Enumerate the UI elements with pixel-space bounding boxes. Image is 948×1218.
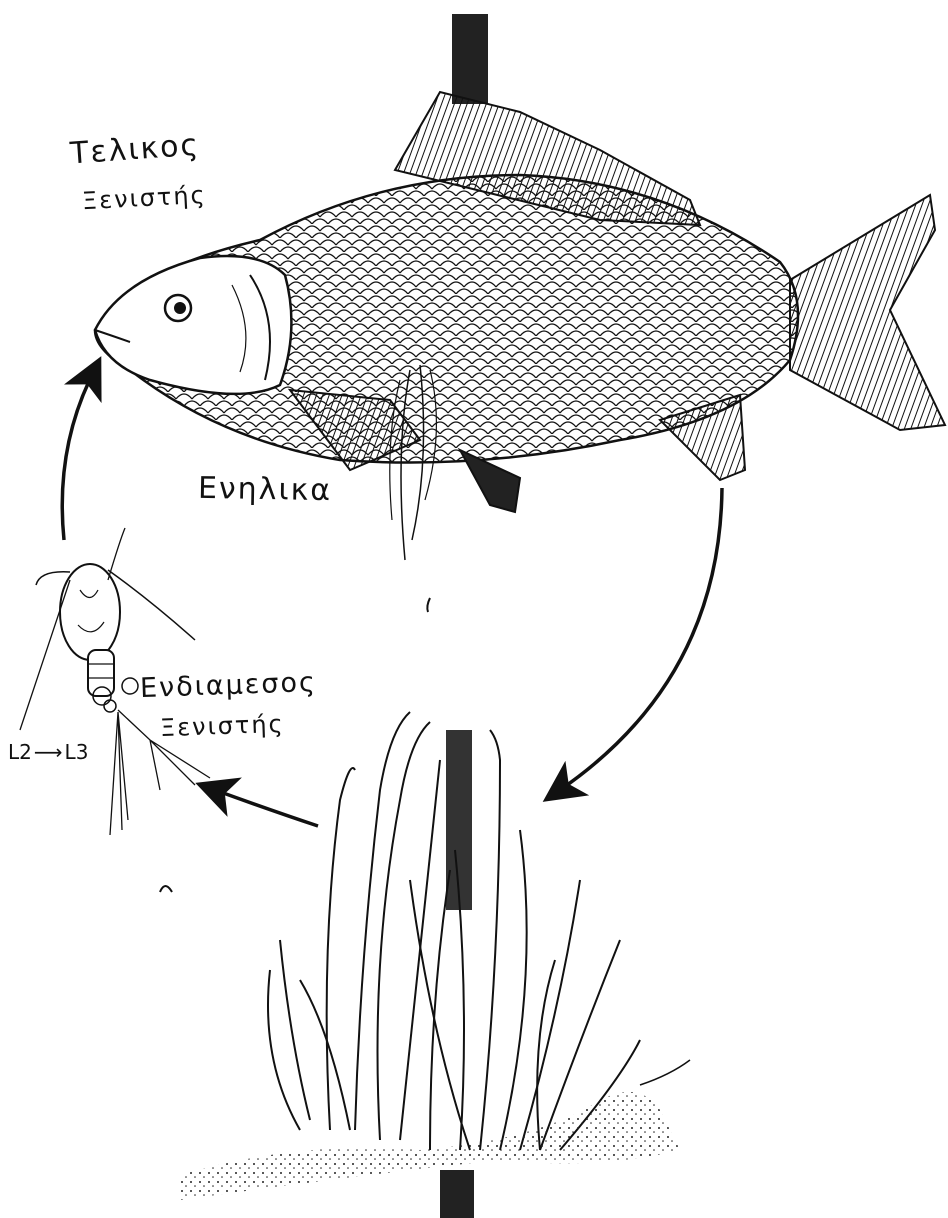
larval-stage-to: L3: [65, 740, 89, 764]
arrow-fish-to-water: [560, 488, 722, 790]
larval-stage-label: L2⟶L3: [8, 740, 88, 764]
intermediate-host-label-line2: Ξενιστής: [160, 710, 286, 742]
arrow-water-to-copepod: [215, 790, 318, 826]
intermediate-host-label: Ενδιαμεσος: [140, 667, 318, 704]
arrow-copepod-to-fish: [62, 375, 92, 540]
stage-arrow-icon: ⟶: [34, 740, 63, 764]
larval-stage-from: L2: [8, 740, 32, 764]
adult-stage-label: Ενηλικα: [198, 471, 333, 508]
